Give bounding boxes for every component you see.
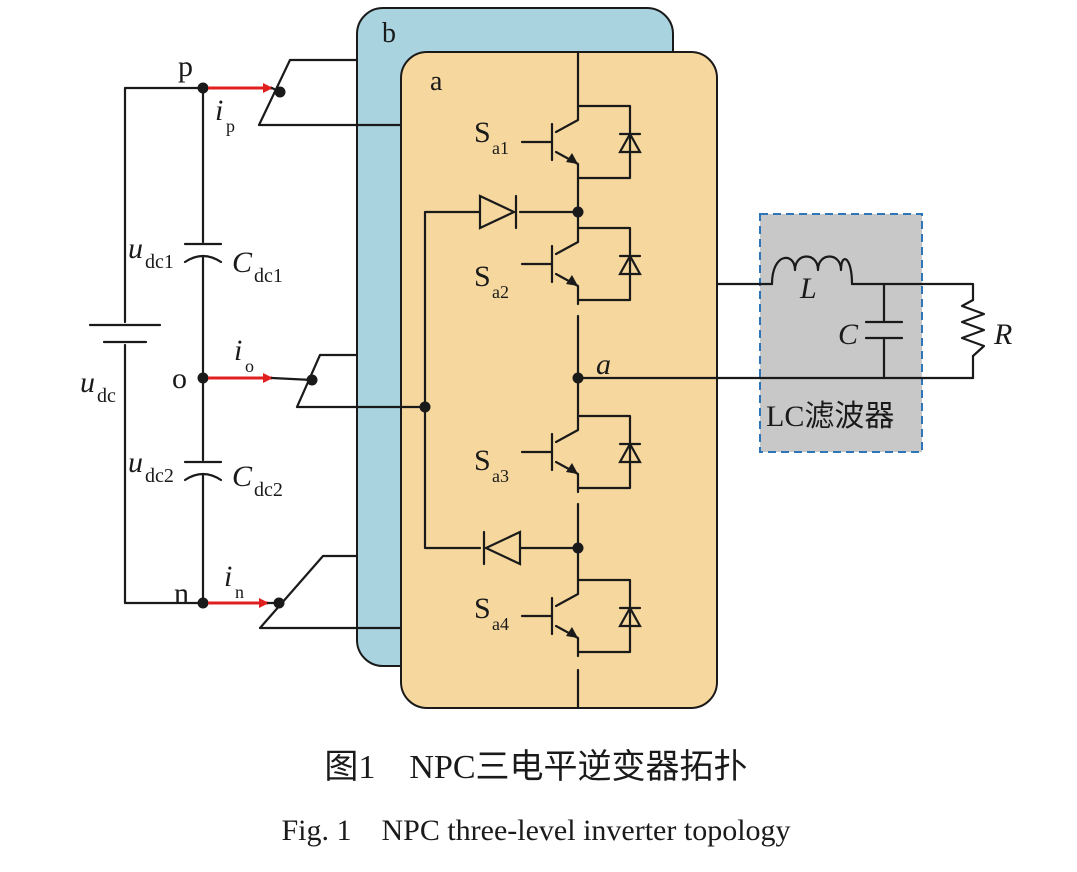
svg-text:n: n <box>235 582 244 602</box>
node-n-label: n <box>174 577 189 610</box>
clamp-dot-lower <box>572 542 584 554</box>
bus-n-dot <box>273 597 285 609</box>
svg-text:u: u <box>80 366 95 399</box>
svg-text:dc1: dc1 <box>145 251 174 273</box>
svg-text:a4: a4 <box>492 614 509 634</box>
label-udc1: u dc1 <box>128 232 174 273</box>
svg-text:S: S <box>474 444 491 477</box>
label-udc: u dc <box>80 366 116 407</box>
svg-text:u: u <box>128 232 143 265</box>
clamp-diode-lower-icon <box>482 530 522 566</box>
svg-text:a2: a2 <box>492 282 509 302</box>
inductor-L-icon <box>770 255 854 286</box>
svg-text:dc1: dc1 <box>254 265 283 287</box>
node-o-dot <box>197 372 209 384</box>
label-io: i o <box>234 334 254 376</box>
svg-text:C: C <box>232 246 253 279</box>
module-a-label: a <box>430 66 443 97</box>
svg-text:dc: dc <box>97 385 116 407</box>
igbt-s4-icon <box>520 574 642 658</box>
module-b-label: b <box>382 18 396 49</box>
clamp-bus <box>423 210 580 550</box>
svg-text:i: i <box>215 94 223 127</box>
label-sa2: S a2 <box>474 260 509 302</box>
node-o-label: o <box>172 362 187 395</box>
lc-filter-box <box>759 213 923 453</box>
svg-text:C: C <box>838 318 859 351</box>
svg-text:S: S <box>474 260 491 293</box>
filter-top-rail <box>850 282 975 380</box>
clamp-dot-neutral <box>419 401 431 413</box>
svg-text:dc2: dc2 <box>145 465 174 487</box>
label-R: R <box>993 318 1012 351</box>
label-in: i n <box>224 560 244 602</box>
label-sa1: S a1 <box>474 116 509 158</box>
resistor-R-icon <box>960 298 986 358</box>
svg-text:dc2: dc2 <box>254 479 283 501</box>
clamp-dot-upper <box>572 206 584 218</box>
igbt-s1-icon <box>520 100 642 184</box>
igbt-s2-icon <box>520 222 642 306</box>
bus-o-connector <box>270 353 427 409</box>
dc-left-rail <box>123 86 205 605</box>
svg-text:R: R <box>993 318 1012 351</box>
igbt-s3-icon <box>520 410 642 494</box>
svg-text:C: C <box>232 460 253 493</box>
caption-chinese: 图1 NPC三电平逆变器拓扑 <box>324 748 747 786</box>
svg-text:i: i <box>224 560 232 593</box>
label-sa3: S a3 <box>474 444 509 486</box>
caption-english: Fig. 1 NPC three-level inverter topology <box>281 814 790 847</box>
label-udc2: u dc2 <box>128 446 174 487</box>
node-p-label: p <box>178 50 193 83</box>
bus-p-dot <box>274 86 286 98</box>
node-n-dot <box>197 597 209 609</box>
svg-text:u: u <box>128 446 143 479</box>
svg-text:S: S <box>474 592 491 625</box>
svg-text:p: p <box>226 116 235 136</box>
module-a <box>400 51 718 709</box>
lc-filter-label: LC滤波器 <box>766 400 894 433</box>
svg-text:a1: a1 <box>492 138 509 158</box>
node-p-dot <box>197 82 209 94</box>
clamp-diode-upper-icon <box>478 194 518 230</box>
node-a-label: a <box>596 348 611 381</box>
label-cdc2: C dc2 <box>232 460 283 501</box>
svg-text:a3: a3 <box>492 466 509 486</box>
label-L: L <box>799 272 817 305</box>
svg-text:o: o <box>245 356 254 376</box>
svg-text:i: i <box>234 334 242 367</box>
svg-text:L: L <box>799 272 817 305</box>
label-C: C <box>838 318 859 351</box>
label-ip: i p <box>215 94 235 136</box>
svg-text:S: S <box>474 116 491 149</box>
label-cdc1: C dc1 <box>232 246 283 287</box>
bus-o-dot <box>306 374 318 386</box>
label-sa4: S a4 <box>474 592 509 634</box>
